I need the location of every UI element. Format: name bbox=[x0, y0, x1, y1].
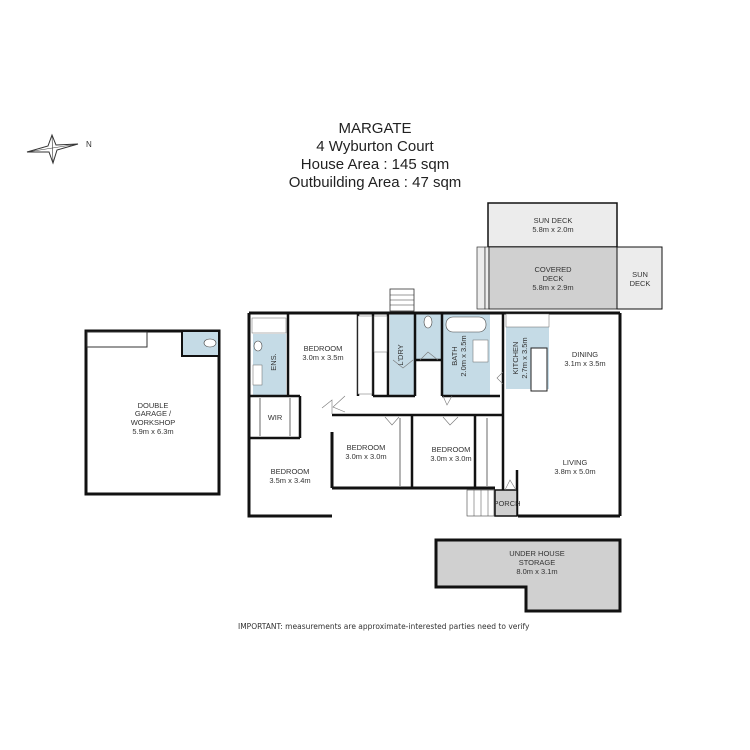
room-garage: DOUBLE GARAGE / WORKSHOP 5.9m x 6.3m bbox=[84, 329, 221, 496]
room-bedroom-mid-1: BEDROOM 3.0m x 3.0m bbox=[345, 418, 401, 486]
room-label: DECK bbox=[630, 279, 651, 288]
room-porch: PORCH bbox=[466, 489, 521, 517]
room-size: 3.8m x 5.0m bbox=[554, 467, 595, 476]
room-label: KITCHEN bbox=[511, 342, 520, 375]
suburb-title: MARGATE bbox=[338, 120, 412, 137]
room-label: BEDROOM bbox=[347, 443, 386, 452]
room-label: UNDER HOUSE bbox=[509, 549, 564, 558]
room-size: 2.7m x 3.5m bbox=[520, 337, 529, 378]
room-bedroom-sw: BEDROOM 3.5m x 3.4m bbox=[269, 467, 310, 485]
room-label: BEDROOM bbox=[271, 467, 310, 476]
room-sun-deck-side: SUN DECK bbox=[616, 246, 663, 310]
room-covered-deck: COVERED DECK 5.8m x 2.9m bbox=[476, 246, 618, 310]
room-label: LIVING bbox=[563, 458, 588, 467]
room-bedroom-main: BEDROOM 3.0m x 3.5m bbox=[302, 315, 373, 395]
house-walls bbox=[247, 311, 622, 518]
room-size: 3.0m x 3.5m bbox=[302, 353, 343, 362]
room-label: COVERED bbox=[534, 265, 572, 274]
room-size: 5.9m x 6.3m bbox=[132, 427, 173, 436]
room-size: 8.0m x 3.1m bbox=[516, 567, 557, 576]
toilet-icon bbox=[203, 338, 217, 348]
room-ensuite: ENS. bbox=[251, 317, 287, 386]
room-label: STORAGE bbox=[519, 558, 556, 567]
compass-north-icon: N bbox=[26, 133, 92, 165]
bathtub-icon bbox=[445, 316, 487, 333]
room-size: 5.8m x 2.9m bbox=[532, 283, 573, 292]
outbuilding-area: Outbuilding Area : 47 sqm bbox=[288, 174, 462, 191]
laundry-floor bbox=[390, 313, 414, 395]
room-size: 2.0m x 3.5m bbox=[459, 335, 468, 376]
room-size: 5.8m x 2.0m bbox=[532, 225, 573, 234]
room-label: SUN bbox=[632, 270, 648, 279]
room-size: 3.0m x 3.0m bbox=[430, 454, 471, 463]
room-label: WORKSHOP bbox=[131, 418, 176, 427]
porch-steps-icon bbox=[466, 489, 495, 517]
room-label: DOUBLE bbox=[138, 401, 169, 410]
house-area: House Area : 145 sqm bbox=[300, 156, 450, 173]
room-label: WIR bbox=[268, 413, 283, 422]
room-size: 3.1m x 3.5m bbox=[564, 359, 605, 368]
room-label: BATH bbox=[450, 346, 459, 365]
room-label: PORCH bbox=[493, 499, 520, 508]
room-bedroom-mid-2: BEDROOM 3.0m x 3.0m bbox=[430, 418, 488, 486]
room-label: L'DRY bbox=[396, 344, 405, 365]
room-label: BEDROOM bbox=[304, 344, 343, 353]
room-kitchen: KITCHEN 2.7m x 3.5m bbox=[505, 313, 550, 392]
room-dining: DINING 3.1m x 3.5m bbox=[564, 350, 605, 368]
room-label: ENS. bbox=[269, 353, 278, 371]
address: 4 Wyburton Court bbox=[316, 138, 434, 155]
room-size: 3.5m x 3.4m bbox=[269, 476, 310, 485]
room-under-house-storage: UNDER HOUSE STORAGE 8.0m x 3.1m bbox=[434, 538, 622, 613]
room-bath: BATH 2.0m x 3.5m bbox=[445, 316, 489, 377]
room-label: GARAGE / bbox=[135, 409, 172, 418]
room-label: SUN DECK bbox=[534, 216, 573, 225]
stairs-icon bbox=[389, 288, 415, 312]
room-laundry: L'DRY bbox=[373, 315, 405, 366]
room-size: 3.0m x 3.0m bbox=[345, 452, 386, 461]
room-living: LIVING 3.8m x 5.0m bbox=[554, 458, 595, 476]
room-label: DINING bbox=[572, 350, 598, 359]
toilet-icon bbox=[423, 315, 433, 329]
room-label: BEDROOM bbox=[432, 445, 471, 454]
room-wir: WIR bbox=[259, 398, 291, 436]
disclaimer: IMPORTANT: measurements are approximate-… bbox=[238, 622, 530, 631]
compass-label: N bbox=[86, 140, 92, 149]
room-label: DECK bbox=[543, 274, 564, 283]
room-sun-deck-top: SUN DECK 5.8m x 2.0m bbox=[487, 202, 618, 248]
